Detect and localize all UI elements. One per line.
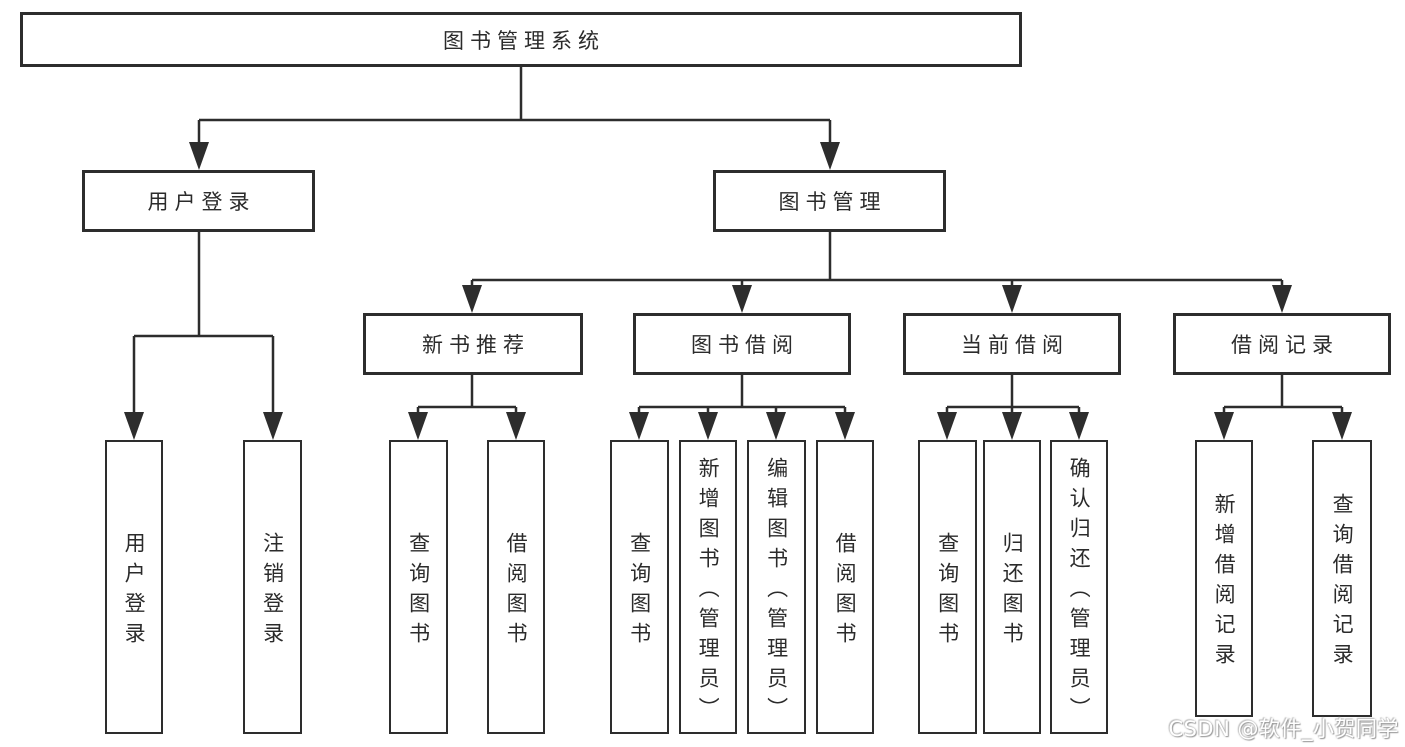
node-borrowing-records: 借阅记录 [1173,313,1391,375]
node-label: 借阅图书 [833,531,858,652]
node-label: 图书管理系统 [443,28,605,53]
leaf-confirm-return-admin: 确认归还（管理员） [1050,440,1108,734]
node-label: 注销登录 [260,531,285,652]
node-label: 归还图书 [1000,531,1025,652]
node-label: 用户登录 [122,531,147,652]
node-label: 用户登录 [147,190,256,214]
node-label: 查询图书 [935,531,960,652]
leaf-query-borrow-record: 查询借阅记录 [1312,440,1372,717]
leaf-logout: 注销登录 [243,440,302,734]
node-label: 借阅记录 [1231,333,1339,357]
csdn-watermark: CSDN @软件_小贺同学 [1168,717,1399,741]
node-library-management-system: 图书管理系统 [20,12,1022,67]
node-book-management: 图书管理 [713,170,946,232]
node-label: 查询借阅记录 [1330,493,1355,673]
leaf-add-book-admin: 新增图书（管理员） [679,440,737,734]
leaf-borrow-books-recommend: 借阅图书 [487,440,545,734]
leaf-borrow-books-borrowing: 借阅图书 [816,440,874,734]
node-current-borrowing: 当前借阅 [903,313,1121,375]
node-new-book-recommendation: 新书推荐 [363,313,583,375]
node-label: 新增借阅记录 [1212,493,1237,673]
node-label: 当前借阅 [961,333,1069,357]
leaf-query-books-recommend: 查询图书 [389,440,448,734]
leaf-query-books-current: 查询图书 [918,440,977,734]
node-label: 图书管理 [778,190,887,214]
node-label: 确认归还（管理员） [1067,456,1092,727]
leaf-return-book: 归还图书 [983,440,1041,734]
node-label: 新书推荐 [422,333,530,357]
node-label: 查询图书 [406,531,431,652]
node-book-borrowing: 图书借阅 [633,313,851,375]
leaf-user-login: 用户登录 [105,440,163,734]
node-label: 借阅图书 [504,531,529,652]
node-label: 新增图书（管理员） [696,456,721,727]
node-label: 图书借阅 [691,333,799,357]
leaf-add-borrow-record: 新增借阅记录 [1195,440,1253,717]
leaf-edit-book-admin: 编辑图书（管理员） [747,440,806,734]
node-label: 查询图书 [627,531,652,652]
leaf-query-books-borrowing: 查询图书 [610,440,669,734]
node-label: 编辑图书（管理员） [764,456,789,727]
node-user-login: 用户登录 [82,170,315,232]
